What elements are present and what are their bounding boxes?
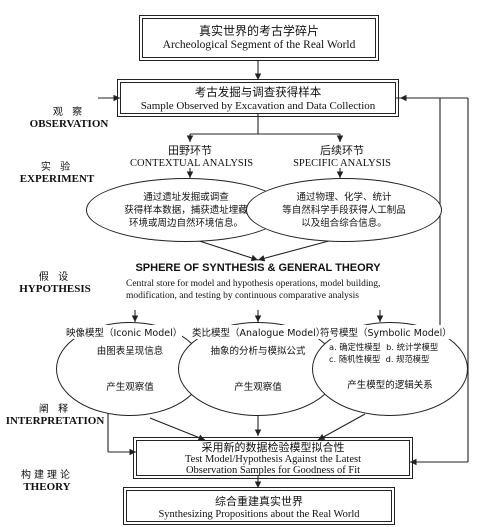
symbolic-title: 符号模型（Symbolic Model） xyxy=(320,325,452,339)
real-world-segment-zh: 真实世界的考古学碎片 xyxy=(198,24,319,38)
stage-hypothesis: 假 设 HYPOTHESIS xyxy=(0,268,110,295)
test-model-box: 采用新的数据检验模型拟合性 Test Model/Hypothesis Agai… xyxy=(133,437,413,479)
final-synthesis-box: 综合重建真实世界 Synthesizing Propositions about… xyxy=(123,487,395,525)
stage-observation-en: OBSERVATION xyxy=(29,118,109,130)
specific-heading: 后续环节 SPECIFIC ANALYSIS xyxy=(282,142,402,169)
contextual-en: CONTEXTUAL ANALYSIS xyxy=(130,158,254,169)
specific-line-2: 等自然科学手段获得人工制品 xyxy=(282,205,406,216)
stage-theory-zh: 构建理论 xyxy=(21,470,73,481)
test-zh: 采用新的数据检验模型拟合性 xyxy=(201,441,345,454)
stage-observation: 观 察 OBSERVATION xyxy=(14,103,124,130)
contextual-line-2: 获得样本数据，捕获遗址埋藏 xyxy=(124,205,248,216)
specific-en: SPECIFIC ANALYSIS xyxy=(293,158,391,169)
analogue-title: 类比模型（Analogue Model） xyxy=(192,325,326,339)
sphere-desc-2: modification, and testing by continuous … xyxy=(126,291,359,301)
sample-box: 考古发掘与调查获得样本 Sample Observed by Excavatio… xyxy=(117,79,399,117)
stage-interpretation-zh: 阐 释 xyxy=(38,404,72,415)
sample-zh: 考古发掘与调查获得样本 xyxy=(194,85,322,99)
stage-interpretation: 阐 释 INTERPRETATION xyxy=(0,400,110,427)
real-world-segment-en: Archeological Segment of the Real World xyxy=(162,39,356,51)
contextual-line-1: 通过遗址发掘或调查 xyxy=(143,192,229,203)
symbolic-item-a: a. 确定性模型 xyxy=(329,342,381,352)
contextual-zh: 田野环节 xyxy=(168,144,212,157)
test-en-1: Test Model/Hypothesis Against the Latest xyxy=(185,453,361,465)
symbolic-item-d: d. 规范模型 xyxy=(385,354,430,364)
stage-observation-zh: 观 察 xyxy=(52,107,86,118)
specific-line-3: 以及组合综合信息。 xyxy=(301,218,387,229)
final-zh: 综合重建真实世界 xyxy=(215,495,303,508)
stage-experiment: 实 验 EXPERIMENT xyxy=(2,158,112,185)
specific-ellipse: 通过物理、化学、统计 等自然科学手段获得人工制品 以及组合综合信息。 xyxy=(246,178,442,242)
stage-interpretation-en: INTERPRETATION xyxy=(5,415,105,427)
sphere-desc-1: Central store for model and hypothesis o… xyxy=(126,279,381,289)
sphere-desc: Central store for model and hypothesis o… xyxy=(126,278,380,302)
iconic-title: 映像模型（Iconic Model） xyxy=(66,325,183,339)
iconic-body: 由图表呈现信息 xyxy=(96,346,164,357)
analogue-body: 抽象的分析与模拟公式 xyxy=(210,346,306,357)
sample-en: Sample Observed by Excavation and Data C… xyxy=(140,100,376,112)
real-world-segment-box: 真实世界的考古学碎片 Archeological Segment of the … xyxy=(139,15,379,61)
stage-experiment-zh: 实 验 xyxy=(40,162,74,173)
stage-hypothesis-zh: 假 设 xyxy=(38,272,72,283)
stage-theory: 构建理论 THEORY xyxy=(0,466,102,493)
final-en: Synthesizing Propositions about the Real… xyxy=(158,509,360,520)
analogue-out: 产生观察值 xyxy=(234,382,282,393)
symbolic-item-b: b. 统计学模型 xyxy=(386,342,439,352)
symbolic-item-c: c. 随机性模型 xyxy=(329,354,381,364)
symbolic-out: 产生模型的逻辑关系 xyxy=(347,380,433,391)
stage-experiment-en: EXPERIMENT xyxy=(19,173,95,185)
contextual-line-3: 环境或周边自然环境信息。 xyxy=(128,218,243,229)
specific-line-1: 通过物理、化学、统计 xyxy=(296,192,392,203)
stage-theory-en: THEORY xyxy=(23,481,71,493)
iconic-out: 产生观察值 xyxy=(106,382,154,393)
specific-zh: 后续环节 xyxy=(320,144,364,157)
test-en-2: Observation Samples for Goodness of Fit xyxy=(185,465,361,476)
sphere-title: SPHERE OF SYNTHESIS & GENERAL THEORY xyxy=(135,262,381,274)
contextual-heading: 田野环节 CONTEXTUAL ANALYSIS xyxy=(130,142,254,169)
stage-hypothesis-en: HYPOTHESIS xyxy=(19,283,91,295)
